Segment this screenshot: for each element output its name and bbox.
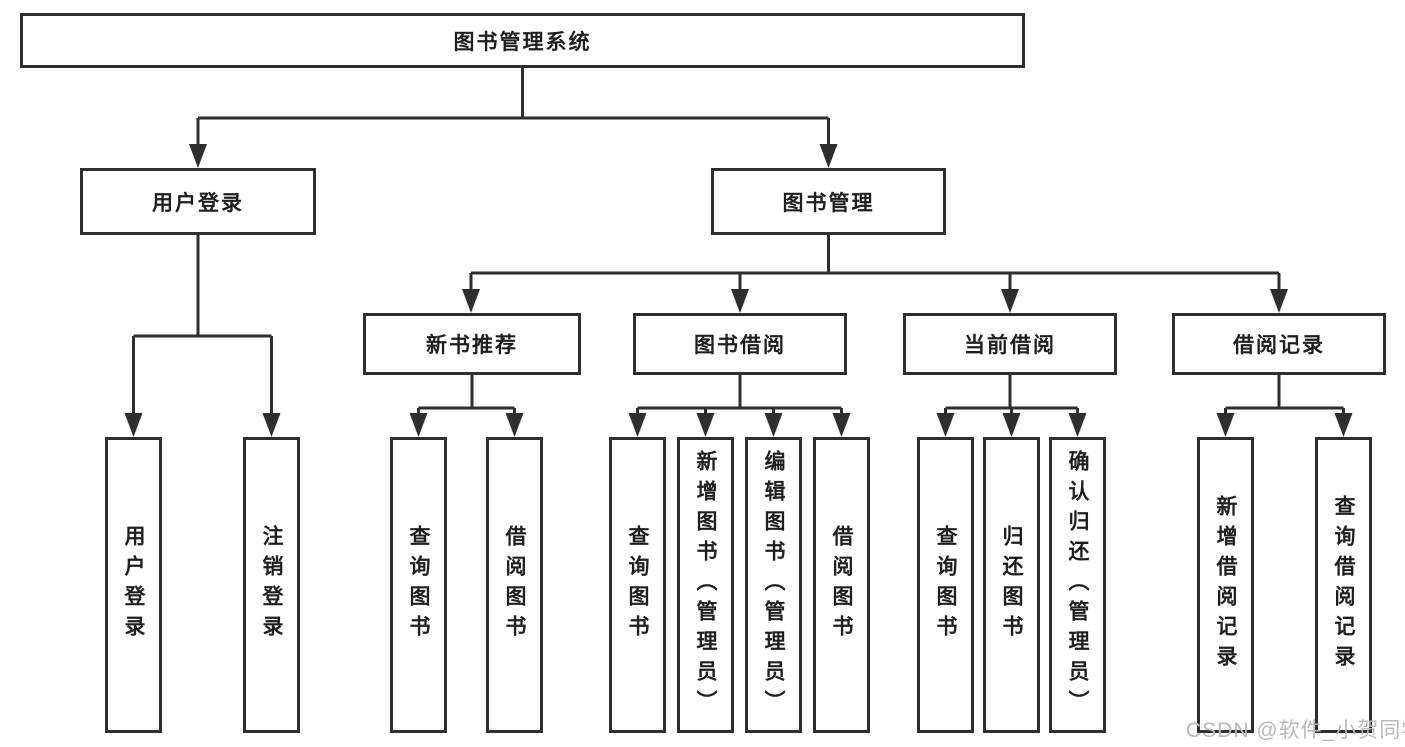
node-label: 用户登录 — [122, 525, 145, 645]
node-leaf-bb-edit-book-admin: 编辑图书（管理员） — [745, 437, 802, 733]
connector-root-to-level2 — [196, 68, 830, 146]
node-label: 查询图书 — [407, 525, 430, 645]
node-label: 查询图书 — [934, 525, 957, 645]
arrow-down-icon — [936, 413, 955, 437]
node-leaf-cb-confirm-return-admin: 确认归还（管理员） — [1049, 437, 1106, 733]
arrow-down-icon — [1334, 413, 1353, 437]
node-label: 注销登录 — [260, 525, 283, 645]
node-label: 图书借阅 — [694, 334, 786, 357]
node-label: 归还图书 — [1000, 525, 1023, 645]
node-label: 借阅图书 — [503, 525, 526, 645]
node-leaf-cb-return-book: 归还图书 — [983, 437, 1040, 733]
arrow-down-icon — [832, 413, 851, 437]
arrow-down-icon — [731, 289, 749, 313]
connector-user-login-children — [132, 235, 273, 415]
node-leaf-bb-query-book: 查询图书 — [609, 437, 666, 733]
node-label: 当前借阅 — [964, 334, 1056, 357]
node-label: 借阅图书 — [830, 525, 853, 645]
node-root: 图书管理系统 — [20, 13, 1025, 68]
node-label: 查询借阅记录 — [1332, 495, 1355, 675]
arrow-down-icon — [189, 144, 207, 168]
node-label: 新书推荐 — [426, 334, 518, 357]
arrow-down-icon — [819, 144, 838, 168]
arrow-down-icon — [1001, 289, 1019, 313]
node-leaf-user-login: 用户登录 — [105, 437, 162, 733]
node-label: 图书管理系统 — [453, 30, 592, 54]
node-leaf-nbr-borrow-book: 借阅图书 — [486, 437, 543, 733]
arrow-down-icon — [1270, 289, 1288, 313]
node-leaf-nbr-query-book: 查询图书 — [390, 437, 447, 733]
node-label: 新增借阅记录 — [1214, 495, 1237, 675]
node-leaf-br-query-record: 查询借阅记录 — [1315, 437, 1372, 733]
node-label: 借阅记录 — [1233, 334, 1325, 357]
node-label: 编辑图书（管理员） — [762, 450, 785, 720]
arrow-down-icon — [628, 413, 647, 437]
node-borrow-records: 借阅记录 — [1172, 313, 1386, 375]
node-book-management: 图书管理 — [711, 168, 946, 235]
node-leaf-logout: 注销登录 — [243, 437, 300, 733]
connector-book-borrow-children — [636, 375, 843, 415]
arrow-down-icon — [124, 413, 143, 437]
arrow-down-icon — [505, 413, 524, 437]
arrow-down-icon — [409, 413, 428, 437]
arrow-down-icon — [1068, 413, 1087, 437]
arrowheads — [124, 144, 1353, 437]
connector-borrow-records-children — [1224, 375, 1345, 415]
node-leaf-br-add-record: 新增借阅记录 — [1197, 437, 1254, 733]
node-leaf-cb-query-book: 查询图书 — [917, 437, 974, 733]
node-user-login: 用户登录 — [80, 168, 316, 235]
csdn-watermark: CSDN @软件_小贺同学 — [1186, 719, 1405, 742]
node-leaf-bb-borrow-book: 借阅图书 — [813, 437, 870, 733]
node-label: 新增图书（管理员） — [694, 450, 717, 720]
arrow-down-icon — [262, 413, 281, 437]
node-label: 确认归还（管理员） — [1066, 450, 1089, 720]
node-current-borrow: 当前借阅 — [903, 313, 1117, 375]
connector-current-borrow-children — [944, 375, 1079, 415]
connector-new-book-recommend-children — [417, 375, 516, 415]
arrow-down-icon — [1002, 413, 1021, 437]
node-leaf-bb-add-book-admin: 新增图书（管理员） — [677, 437, 734, 733]
arrow-down-icon — [696, 413, 715, 437]
connector-book-management-children — [469, 235, 1281, 291]
node-new-book-recommend: 新书推荐 — [363, 313, 581, 375]
node-book-borrow: 图书借阅 — [633, 313, 847, 375]
arrow-down-icon — [1216, 413, 1235, 437]
node-label: 用户登录 — [152, 191, 244, 215]
arrow-down-icon — [764, 413, 783, 437]
arrow-down-icon — [462, 289, 480, 313]
node-label: 查询图书 — [626, 525, 649, 645]
node-label: 图书管理 — [782, 191, 875, 215]
